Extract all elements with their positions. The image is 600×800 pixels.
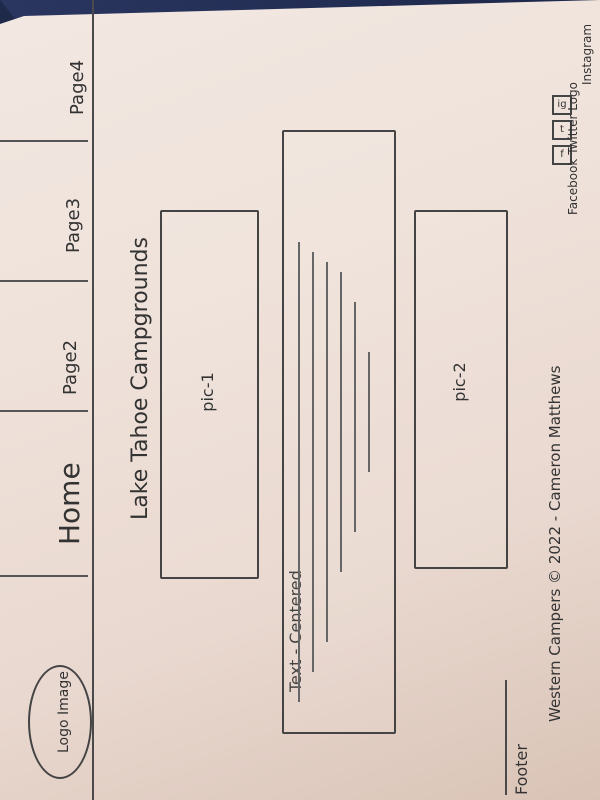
nav-divider-logo	[0, 575, 88, 577]
footer-instagram-label: Instagram	[580, 23, 594, 85]
text-line-2	[312, 252, 314, 672]
nav-divider-page3	[0, 140, 88, 142]
nav-page3[interactable]: Page3	[63, 197, 84, 253]
twitter-icon[interactable]: t	[552, 120, 572, 140]
facebook-icon[interactable]: f	[552, 145, 572, 165]
pic-1-placeholder: pic-1	[160, 210, 259, 579]
nav-divider-page2	[0, 280, 88, 282]
nav-bottom-line	[92, 0, 94, 800]
pic-1-label: pic-1	[198, 372, 217, 412]
pic-2-label: pic-2	[450, 362, 469, 402]
nav-divider-home	[0, 410, 88, 412]
logo-label: Logo Image	[56, 671, 72, 753]
text-line-3	[326, 262, 328, 642]
text-line-4	[340, 272, 342, 572]
instagram-icon[interactable]: ig	[552, 95, 572, 115]
footer-copyright: Western Campers © 2022 - Cameron Matthew…	[546, 365, 564, 722]
text-content-box	[282, 130, 396, 734]
text-line-1	[298, 242, 300, 702]
nav-page2[interactable]: Page2	[60, 339, 81, 395]
pic-2-placeholder: pic-2	[414, 210, 508, 569]
nav-home[interactable]: Home	[53, 462, 86, 545]
footer-label: Footer	[512, 744, 531, 795]
nav-page4[interactable]: Page4	[67, 59, 88, 115]
footer-social-label: Facebook Twitter Logo	[566, 81, 580, 215]
text-line-6	[368, 352, 370, 472]
logo-image[interactable]: Logo Image	[28, 665, 92, 779]
text-line-5	[354, 302, 356, 532]
footer-divider	[505, 680, 507, 795]
